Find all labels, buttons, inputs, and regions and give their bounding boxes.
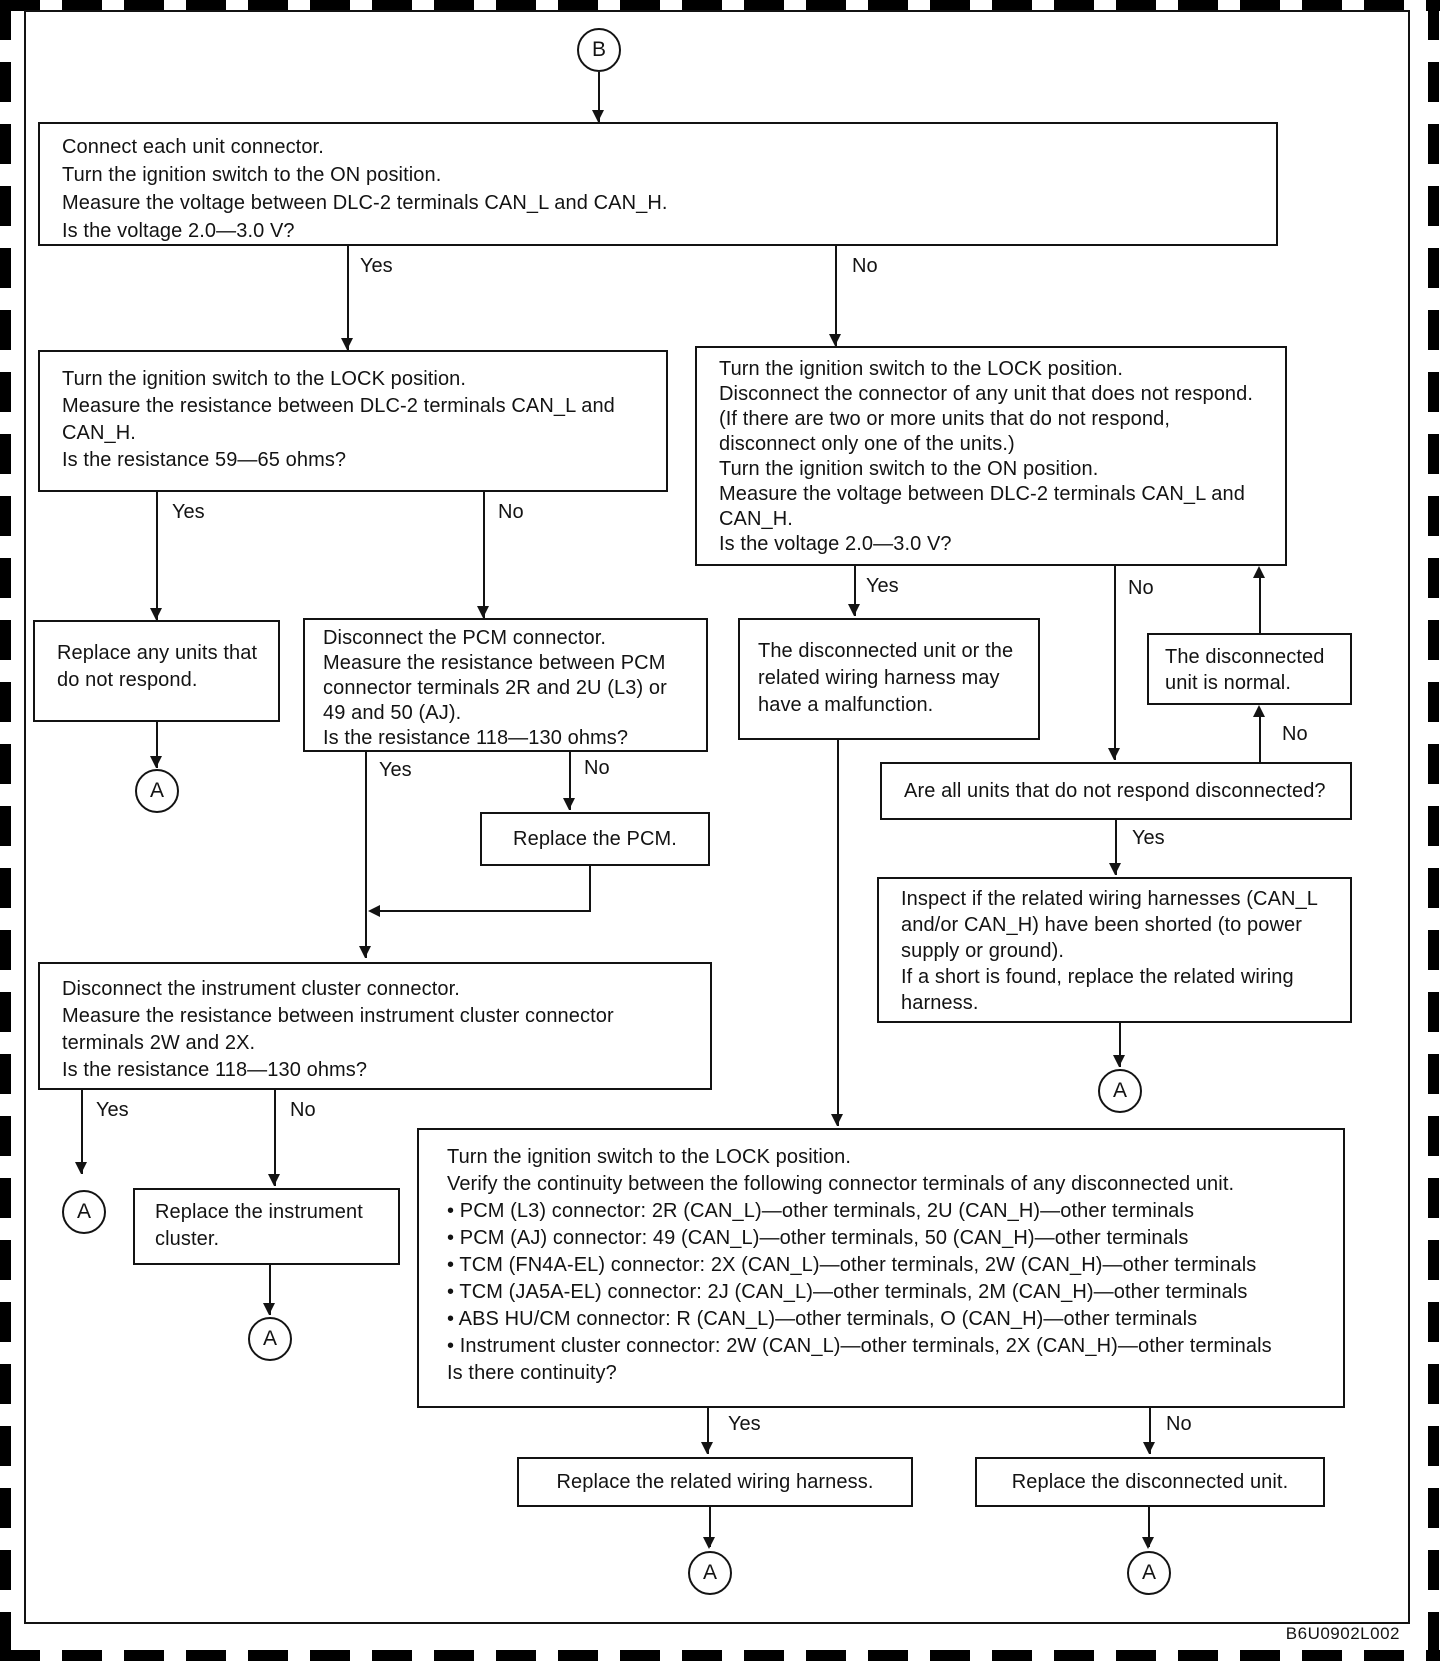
arrowhead-down bbox=[703, 1537, 715, 1549]
node-replace-units-not-responding: Replace any units that do not respond. bbox=[33, 620, 280, 722]
branch-label-yes: Yes bbox=[728, 1413, 761, 1435]
arrowhead-down bbox=[848, 604, 860, 616]
flow-line bbox=[835, 246, 837, 346]
arrowhead-down bbox=[359, 946, 371, 958]
arrowhead-down bbox=[150, 756, 162, 768]
arrowhead-down bbox=[1109, 863, 1121, 875]
flow-line bbox=[483, 492, 485, 618]
branch-label-yes: Yes bbox=[96, 1099, 129, 1121]
branch-label-no: No bbox=[852, 255, 878, 277]
flow-line bbox=[1149, 1408, 1151, 1454]
node-instrument-cluster-resistance-check: Disconnect the instrument cluster connec… bbox=[38, 962, 712, 1090]
figure-code: B6U0902L002 bbox=[1285, 1624, 1400, 1643]
node-disconnect-unit-measure-voltage: Turn the ignition switch to the LOCK pos… bbox=[695, 346, 1287, 566]
branch-label-yes: Yes bbox=[1132, 827, 1165, 849]
flow-line bbox=[1119, 1023, 1121, 1067]
connector-a: A bbox=[62, 1190, 106, 1234]
flow-line bbox=[1259, 711, 1261, 762]
branch-label-yes: Yes bbox=[379, 759, 412, 781]
flow-line bbox=[269, 1265, 271, 1315]
flow-line bbox=[365, 752, 367, 958]
node-verify-continuity-list: Turn the ignition switch to the LOCK pos… bbox=[417, 1128, 1345, 1408]
branch-label-no: No bbox=[498, 501, 524, 523]
flow-line bbox=[837, 740, 839, 1126]
node-disconnected-unit-malfunction: The disconnected unit or the related wir… bbox=[738, 618, 1040, 740]
flow-line bbox=[1114, 566, 1116, 760]
flow-line bbox=[589, 866, 591, 912]
arrowhead-down bbox=[150, 608, 162, 620]
branch-label-yes: Yes bbox=[172, 501, 205, 523]
flow-line bbox=[1259, 572, 1261, 633]
dashed-border-top bbox=[0, 0, 1440, 11]
branch-label-no: No bbox=[1282, 723, 1308, 745]
node-replace-related-wiring-harness: Replace the related wiring harness. bbox=[517, 1457, 913, 1507]
branch-label-no: No bbox=[584, 757, 610, 779]
arrowhead-down bbox=[263, 1303, 275, 1315]
arrowhead-down bbox=[563, 798, 575, 810]
connector-a: A bbox=[248, 1317, 292, 1361]
flow-line bbox=[347, 246, 349, 350]
flow-line bbox=[1115, 820, 1117, 875]
arrowhead-up bbox=[1253, 566, 1265, 578]
diagram-frame bbox=[24, 10, 1410, 1624]
arrowhead-down bbox=[592, 110, 604, 122]
flow-line bbox=[274, 1090, 276, 1186]
node-replace-instrument-cluster: Replace the instrument cluster. bbox=[133, 1188, 400, 1265]
dashed-border-left bbox=[0, 0, 11, 1666]
dashed-border-right bbox=[1428, 0, 1439, 1666]
connector-a: A bbox=[135, 769, 179, 813]
flow-line bbox=[598, 72, 600, 122]
arrowhead-down bbox=[1142, 1537, 1154, 1549]
connector-b: B bbox=[577, 28, 621, 72]
connector-a: A bbox=[1127, 1551, 1171, 1595]
arrowhead-left bbox=[368, 905, 380, 917]
flow-line bbox=[156, 722, 158, 768]
arrowhead-down bbox=[477, 606, 489, 618]
flow-line bbox=[569, 752, 571, 810]
branch-label-no: No bbox=[290, 1099, 316, 1121]
arrowhead-down bbox=[701, 1442, 713, 1454]
branch-label-no: No bbox=[1166, 1413, 1192, 1435]
connector-a: A bbox=[688, 1551, 732, 1595]
branch-label-no: No bbox=[1128, 577, 1154, 599]
arrowhead-down bbox=[1113, 1055, 1125, 1067]
flow-line bbox=[372, 910, 591, 912]
node-replace-disconnected-unit: Replace the disconnected unit. bbox=[975, 1457, 1325, 1507]
node-all-units-disconnected-question: Are all units that do not respond discon… bbox=[880, 762, 1352, 820]
arrowhead-down bbox=[268, 1174, 280, 1186]
flow-line bbox=[81, 1090, 83, 1174]
flow-line bbox=[156, 492, 158, 620]
node-pcm-resistance-check: Disconnect the PCM connector. Measure th… bbox=[303, 618, 708, 752]
node-inspect-wiring-harness-short: Inspect if the related wiring harnesses … bbox=[877, 877, 1352, 1023]
flow-line bbox=[707, 1408, 709, 1454]
node-measure-dlc2-resistance: Turn the ignition switch to the LOCK pos… bbox=[38, 350, 668, 492]
arrowhead-up bbox=[1253, 705, 1265, 717]
arrowhead-down bbox=[1108, 748, 1120, 760]
flow-line bbox=[854, 566, 856, 616]
node-replace-pcm: Replace the PCM. bbox=[480, 812, 710, 866]
arrowhead-down bbox=[831, 1114, 843, 1126]
node-disconnected-unit-normal: The disconnected unit is normal. bbox=[1147, 633, 1352, 705]
flow-line bbox=[709, 1507, 711, 1547]
arrowhead-down bbox=[341, 338, 353, 350]
branch-label-yes: Yes bbox=[360, 255, 393, 277]
flow-line bbox=[1148, 1507, 1150, 1547]
connector-a: A bbox=[1098, 1069, 1142, 1113]
arrowhead-down bbox=[829, 334, 841, 346]
arrowhead-down bbox=[1143, 1442, 1155, 1454]
dashed-border-bottom bbox=[0, 1650, 1440, 1661]
branch-label-yes: Yes bbox=[866, 575, 899, 597]
node-connect-each-unit-connector: Connect each unit connector. Turn the ig… bbox=[38, 122, 1278, 246]
arrowhead-down bbox=[75, 1162, 87, 1174]
